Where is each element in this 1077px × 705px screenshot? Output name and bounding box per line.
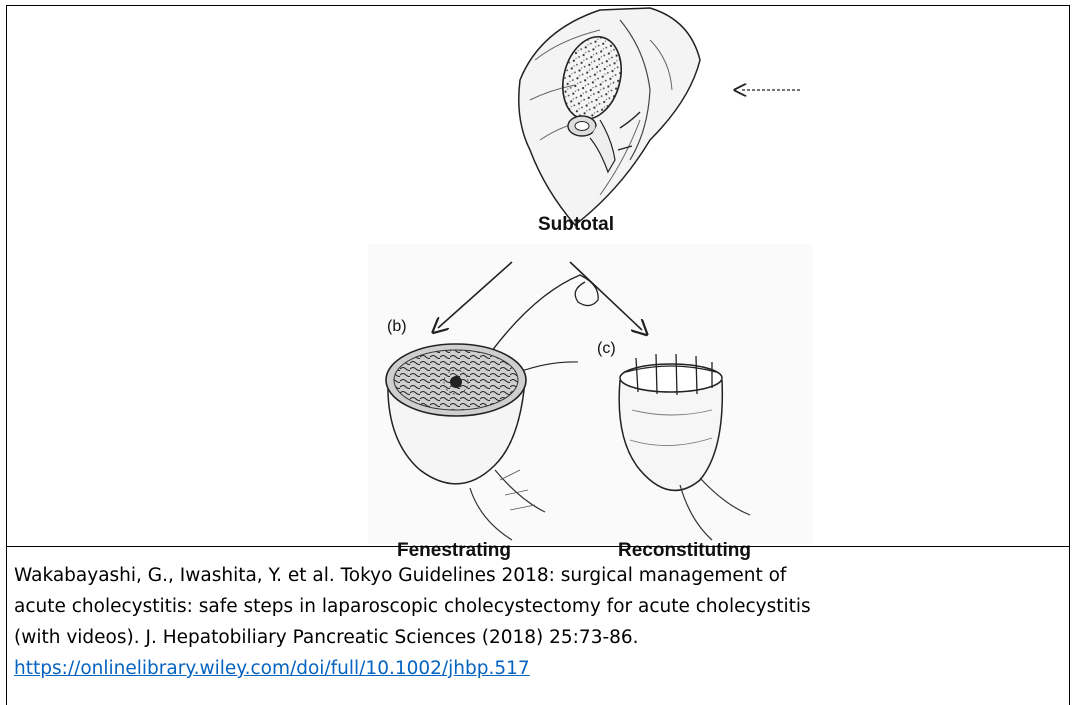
arrow-to-reconstituting: [570, 262, 642, 330]
label-b: (b): [387, 318, 407, 336]
caption-line: Wakabayashi, G., Iwashita, Y. et al. Tok…: [14, 560, 1064, 591]
source-link[interactable]: https://onlinelibrary.wiley.com/doi/full…: [14, 658, 530, 679]
reconstituting-drawing: [619, 354, 750, 540]
caption-divider: [6, 546, 1070, 547]
surgical-illustration: [0, 0, 1077, 546]
label-fenestrating: Fenestrating: [397, 540, 511, 562]
label-c: (c): [597, 340, 616, 358]
caption-line: (with videos). J. Hepatobiliary Pancreat…: [14, 622, 1064, 653]
arrow-to-fenestrating: [438, 262, 512, 328]
caption-line: acute cholecystitis: safe steps in lapar…: [14, 591, 1064, 622]
label-subtotal: Subtotal: [538, 214, 614, 236]
label-reconstituting: Reconstituting: [618, 540, 751, 562]
fenestrating-drawing: [386, 344, 545, 540]
figure-caption: Wakabayashi, G., Iwashita, Y. et al. Tok…: [14, 560, 1064, 684]
